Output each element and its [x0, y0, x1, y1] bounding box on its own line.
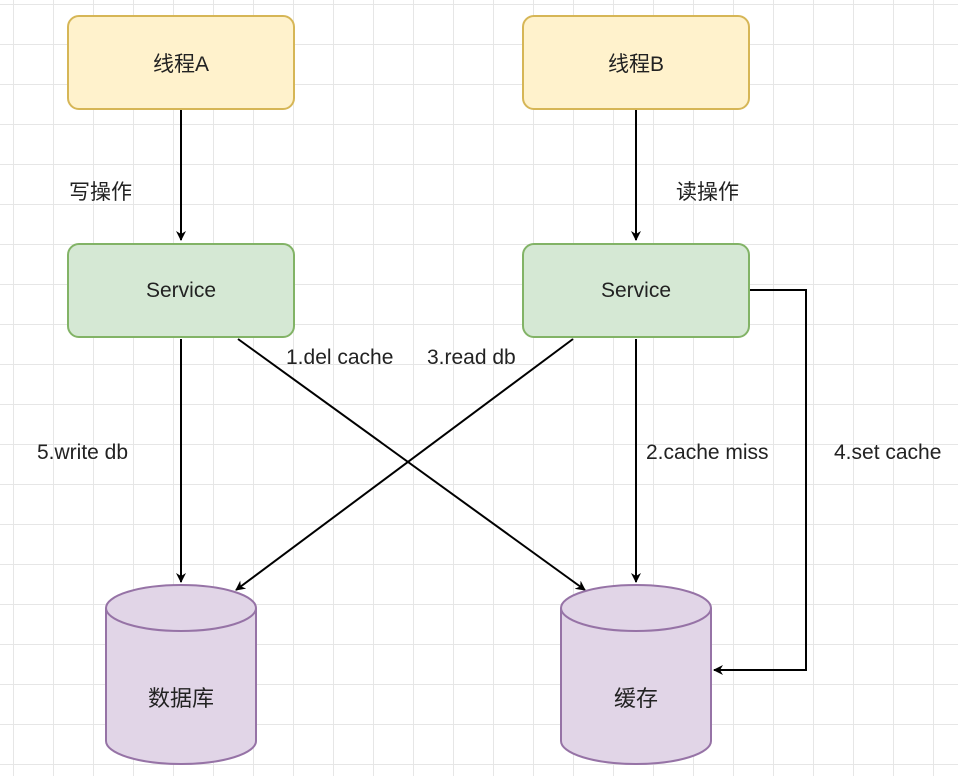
database-cylinder[interactable] — [105, 584, 257, 765]
edge-del-cache — [237, 338, 586, 591]
write-op-label: 写操作 — [69, 181, 132, 204]
service-b-node[interactable]: Service — [522, 243, 750, 338]
set-cache-label: 4.set cache — [834, 441, 942, 464]
service-a-node[interactable]: Service — [67, 243, 295, 338]
read-db-label: 3.read db — [427, 346, 516, 369]
cache-miss-label: 2.cache miss — [646, 441, 769, 464]
thread-a-node[interactable]: 线程A — [67, 15, 295, 110]
database-label: 数据库 — [147, 686, 214, 711]
del-cache-label: 1.del cache — [286, 346, 394, 369]
write-db-label: 5.write db — [37, 441, 129, 464]
read-op-label: 读操作 — [676, 181, 739, 204]
edge-set-cache — [713, 289, 807, 675]
edge-read-db — [235, 338, 574, 591]
cache-label: 缓存 — [613, 686, 658, 711]
service-a-label: Service — [145, 278, 217, 302]
thread-a-label: 线程A — [152, 52, 209, 76]
cache-cylinder[interactable] — [560, 584, 712, 765]
thread-b-node[interactable]: 线程B — [522, 15, 750, 110]
service-b-label: Service — [600, 278, 672, 302]
thread-b-label: 线程B — [607, 52, 664, 76]
